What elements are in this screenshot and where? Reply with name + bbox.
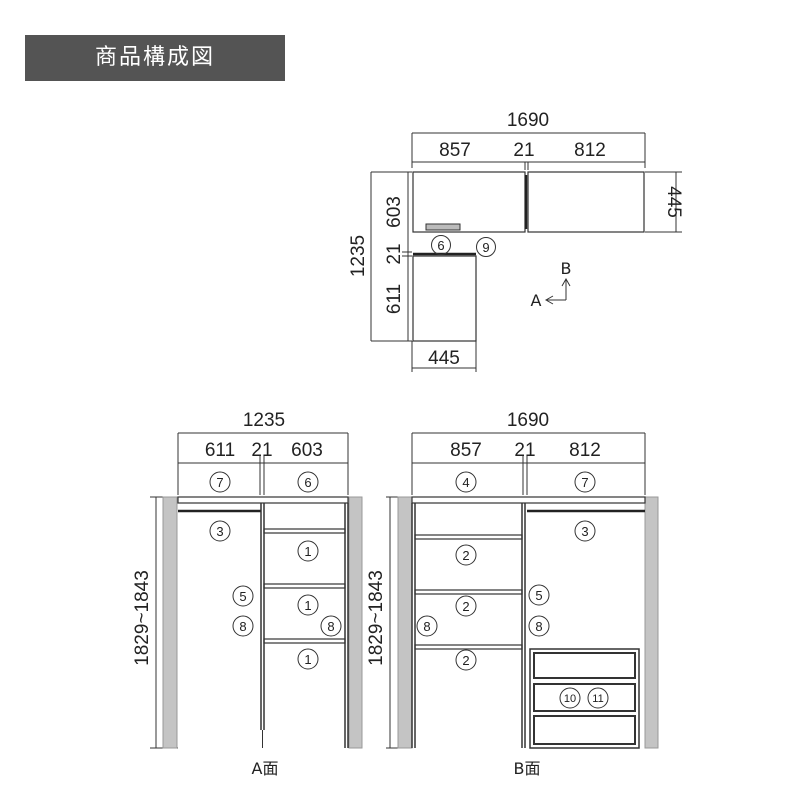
b-label-11: 11 bbox=[592, 693, 603, 705]
top-label-6: 6 bbox=[437, 238, 444, 253]
b-label-2-middle: 2 bbox=[462, 599, 469, 614]
b-width-right: 812 bbox=[569, 440, 601, 461]
top-depth-bottom: 445 bbox=[428, 348, 460, 369]
top-height-gap: 21 bbox=[384, 243, 405, 264]
a-label-7: 7 bbox=[216, 475, 223, 490]
b-width-left: 857 bbox=[450, 440, 482, 461]
top-label-9: 9 bbox=[482, 240, 489, 255]
a-label-8-right: 8 bbox=[327, 619, 334, 634]
a-height: 1829~1843 bbox=[132, 570, 153, 666]
a-face bbox=[150, 432, 363, 749]
a-label-3: 3 bbox=[216, 524, 223, 539]
b-width-gap: 21 bbox=[514, 440, 535, 461]
a-label-8-left: 8 bbox=[239, 619, 246, 634]
top-width-b: 812 bbox=[574, 140, 606, 161]
top-height-total: 1235 bbox=[348, 235, 369, 277]
a-width-total: 1235 bbox=[243, 410, 285, 431]
page-title: 商品構成図 bbox=[94, 45, 215, 70]
b-label-2-top: 2 bbox=[462, 548, 469, 563]
top-width-total: 1690 bbox=[507, 110, 549, 131]
top-width-gap: 21 bbox=[513, 140, 534, 161]
direction-a-label: A bbox=[531, 291, 542, 310]
b-height: 1829~1843 bbox=[366, 570, 387, 666]
b-label-5: 5 bbox=[535, 588, 542, 603]
a-width-right: 603 bbox=[291, 440, 323, 461]
top-height-a: 603 bbox=[384, 196, 405, 228]
b-label-10: 10 bbox=[564, 693, 576, 705]
b-face-name: B面 bbox=[514, 759, 541, 778]
b-label-2-bottom: 2 bbox=[462, 653, 469, 668]
top-width-a: 857 bbox=[439, 140, 471, 161]
b-label-7: 7 bbox=[581, 475, 588, 490]
b-label-4: 4 bbox=[462, 475, 469, 490]
a-label-1-middle: 1 bbox=[304, 598, 311, 613]
b-width-total: 1690 bbox=[507, 410, 549, 431]
header-bar: 商品構成図 bbox=[25, 35, 285, 81]
b-label-8-right: 8 bbox=[535, 619, 542, 634]
a-label-1-top: 1 bbox=[304, 544, 311, 559]
direction-b-label: B bbox=[561, 259, 572, 278]
top-view bbox=[370, 132, 682, 372]
a-width-left: 611 bbox=[205, 440, 235, 461]
top-depth-right: 445 bbox=[663, 186, 684, 218]
b-label-3: 3 bbox=[581, 524, 588, 539]
b-face bbox=[386, 432, 659, 749]
b-label-8-left: 8 bbox=[423, 619, 430, 634]
a-face-name: A面 bbox=[252, 759, 279, 778]
top-height-b: 611 bbox=[384, 284, 405, 314]
a-label-1-bottom: 1 bbox=[304, 652, 311, 667]
a-label-6: 6 bbox=[304, 475, 311, 490]
a-label-5: 5 bbox=[239, 589, 246, 604]
a-width-gap: 21 bbox=[251, 440, 272, 461]
